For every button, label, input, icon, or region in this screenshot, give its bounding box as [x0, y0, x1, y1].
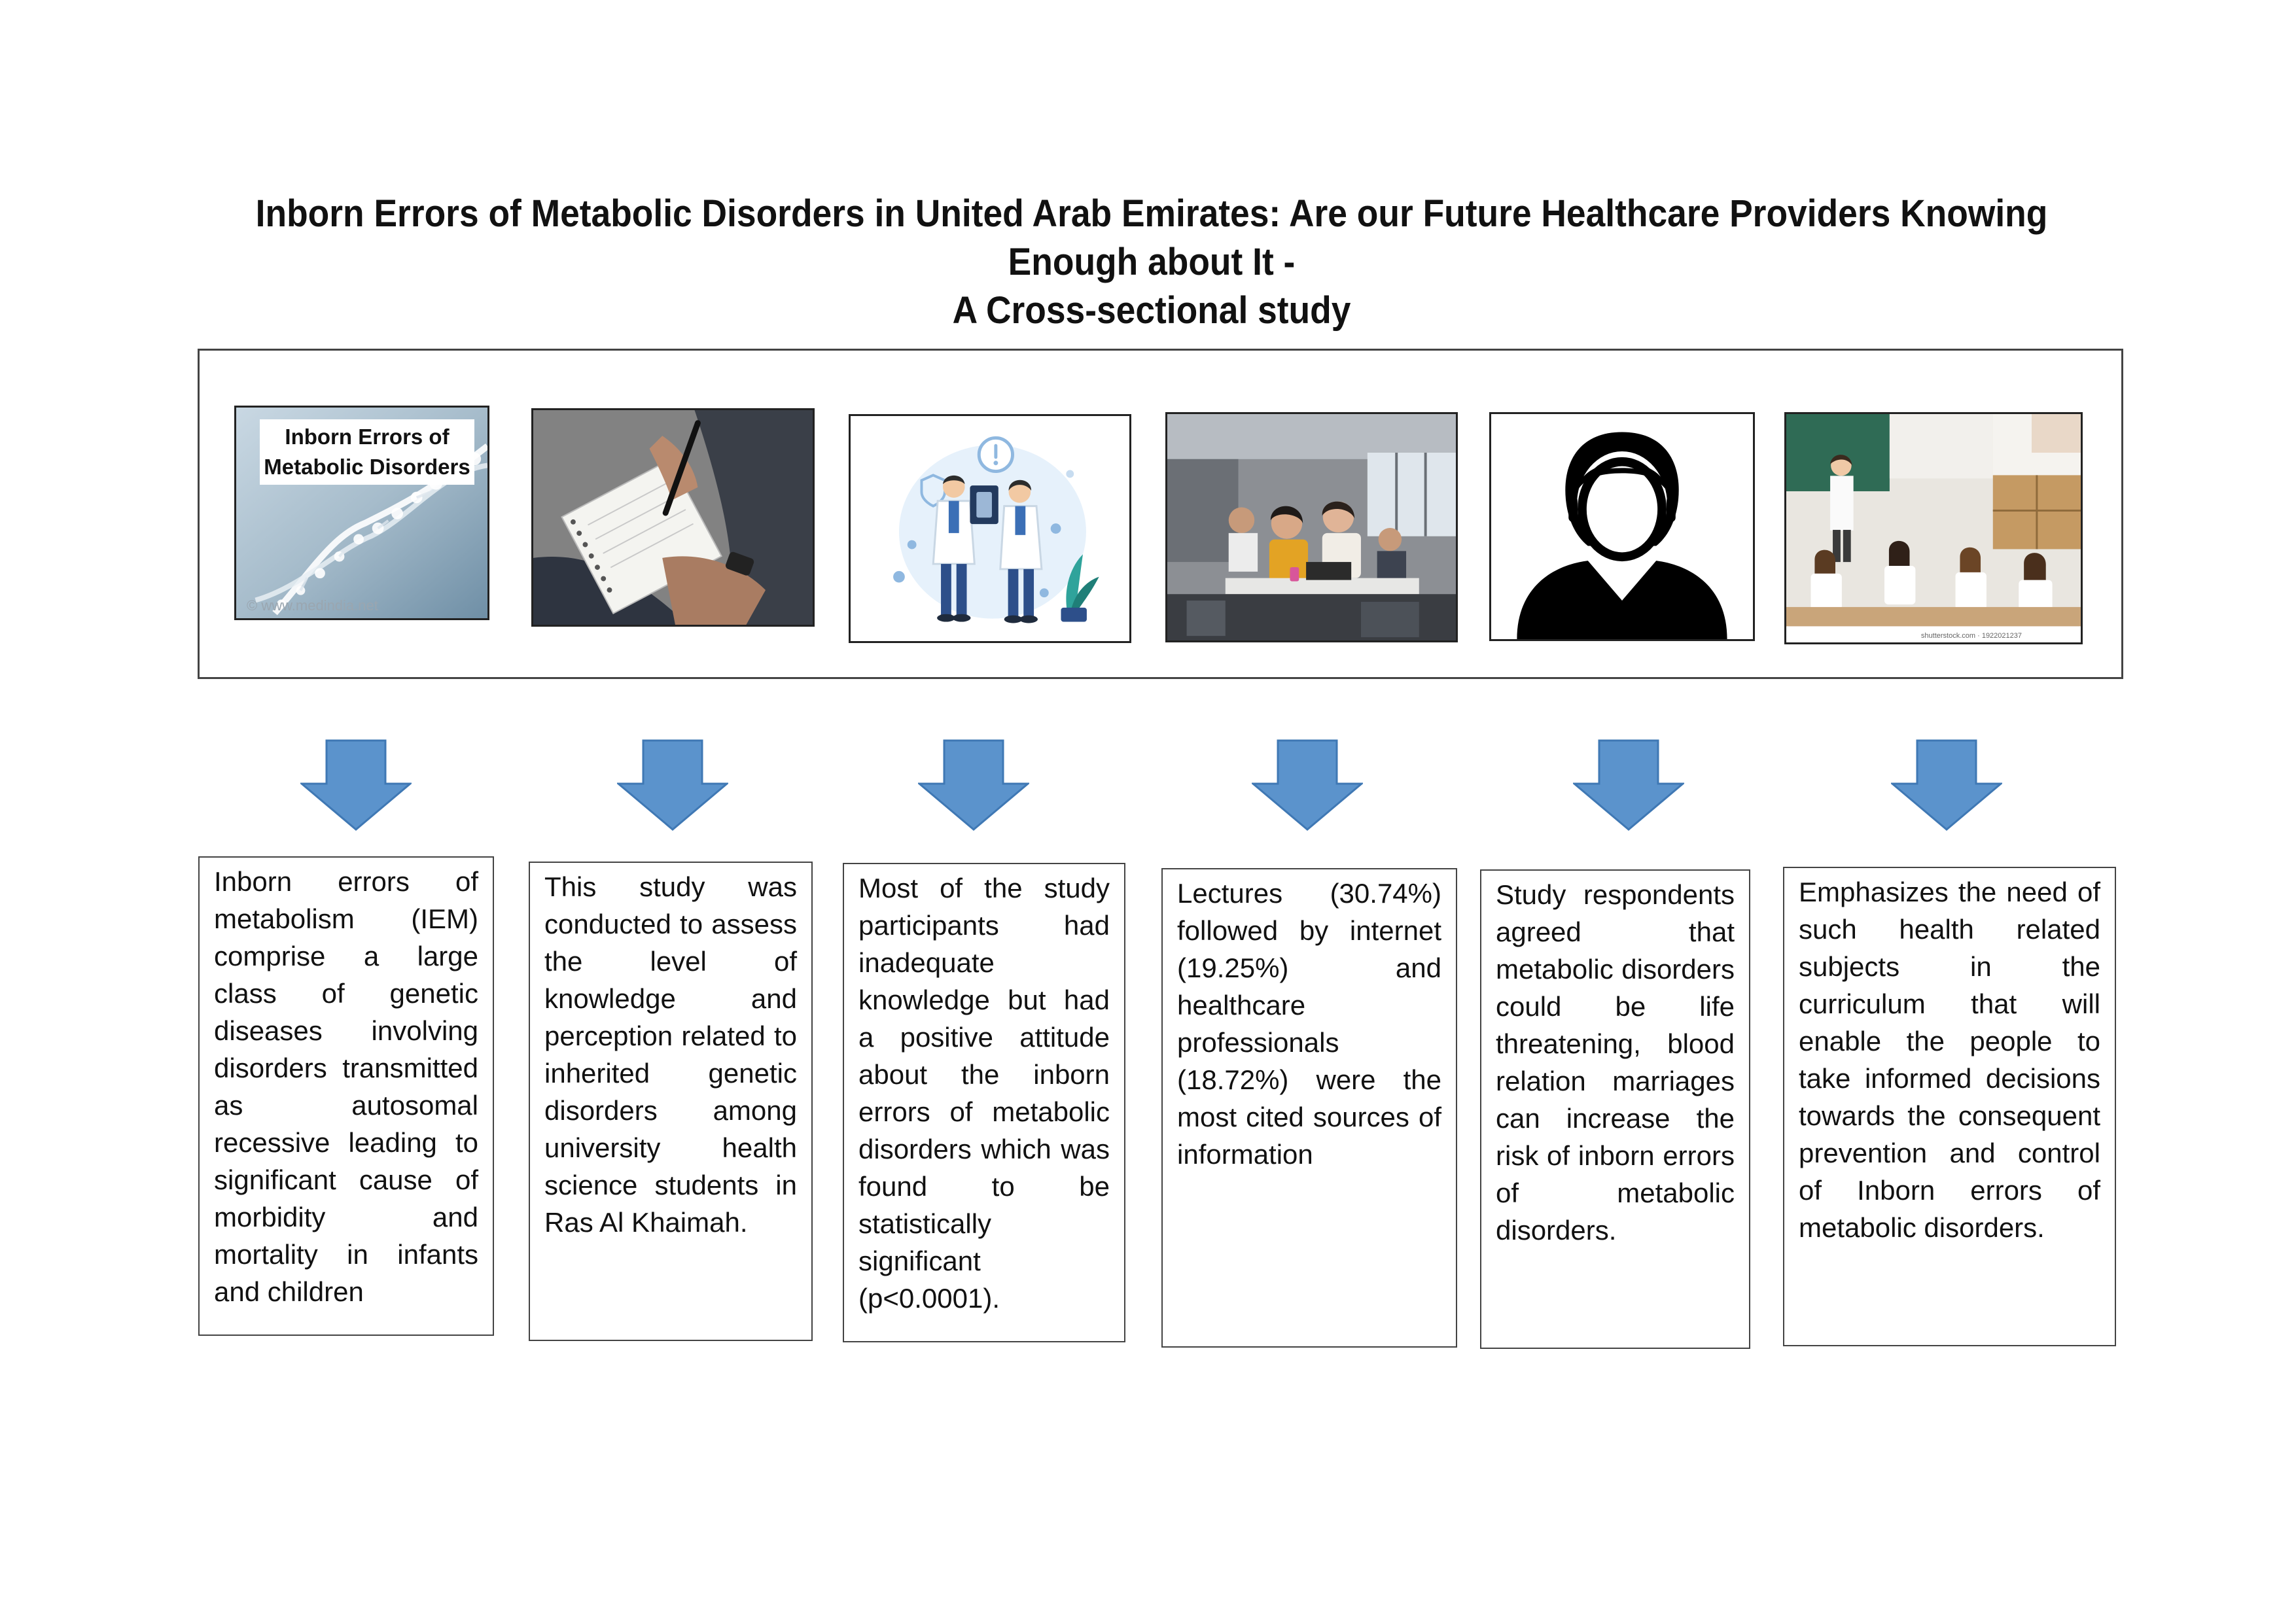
title-line-1: Inborn Errors of Metabolic Disorders in … [255, 192, 2048, 283]
classroom-image: shutterstock.com · 1922021237 [1784, 412, 2083, 644]
dna-image: Inborn Errors of Metabolic Disorders © w… [234, 406, 489, 620]
image-strip-frame [198, 349, 2123, 679]
person-avatar-icon [1491, 414, 1753, 639]
summary-text-attitude: Study respondents agreed that metabolic … [1496, 879, 1735, 1246]
dna-caption-line-2: Metabolic Disorders [264, 455, 470, 479]
summary-text-knowledge: Most of the study participants had inade… [858, 873, 1110, 1314]
dna-watermark: © www.medindia.net [247, 597, 378, 614]
down-arrow-6 [1891, 739, 2002, 831]
down-arrow-icon [300, 739, 412, 831]
summary-box-knowledge: Most of the study participants had inade… [843, 863, 1125, 1342]
hand-writing-illustration [533, 410, 813, 625]
summary-text-sources: Lectures (30.74%) followed by internet (… [1177, 878, 1441, 1170]
title-line-2: A Cross-sectional study [952, 289, 1351, 332]
doctors-illustration [851, 416, 1129, 641]
students-discussion-image [1165, 412, 1458, 642]
summary-box-objective: This study was conducted to assess the l… [529, 862, 813, 1341]
doctors-image [849, 414, 1131, 643]
down-arrow-icon [617, 739, 728, 831]
down-arrow-2 [617, 739, 728, 831]
down-arrow-icon [918, 739, 1029, 831]
summary-box-attitude: Study respondents agreed that metabolic … [1480, 869, 1750, 1349]
down-arrow-5 [1573, 739, 1684, 831]
classroom-illustration [1786, 414, 2081, 642]
classroom-credit: shutterstock.com · 1922021237 [1920, 632, 2022, 640]
page-title: Inborn Errors of Metabolic Disorders in … [230, 190, 2072, 335]
down-arrow-icon [1891, 739, 2002, 831]
down-arrow-4 [1252, 739, 1363, 831]
students-discussion-illustration [1167, 414, 1456, 640]
writing-notes-image [531, 408, 815, 627]
summary-text-objective: This study was conducted to assess the l… [544, 871, 797, 1238]
down-arrow-icon [1573, 739, 1684, 831]
down-arrow-1 [300, 739, 412, 831]
person-silhouette-image [1489, 412, 1755, 641]
down-arrow-3 [918, 739, 1029, 831]
summary-text-background: Inborn errors of metabolism (IEM) compri… [214, 866, 478, 1307]
dna-caption: Inborn Errors of Metabolic Disorders [260, 419, 474, 485]
dna-caption-line-1: Inborn Errors of [285, 425, 450, 449]
summary-box-background: Inborn errors of metabolism (IEM) compri… [198, 856, 494, 1336]
summary-box-sources: Lectures (30.74%) followed by internet (… [1161, 868, 1457, 1348]
summary-box-conclusion: Emphasizes the need of such health relat… [1783, 867, 2116, 1346]
summary-text-conclusion: Emphasizes the need of such health relat… [1799, 877, 2100, 1243]
down-arrow-icon [1252, 739, 1363, 831]
